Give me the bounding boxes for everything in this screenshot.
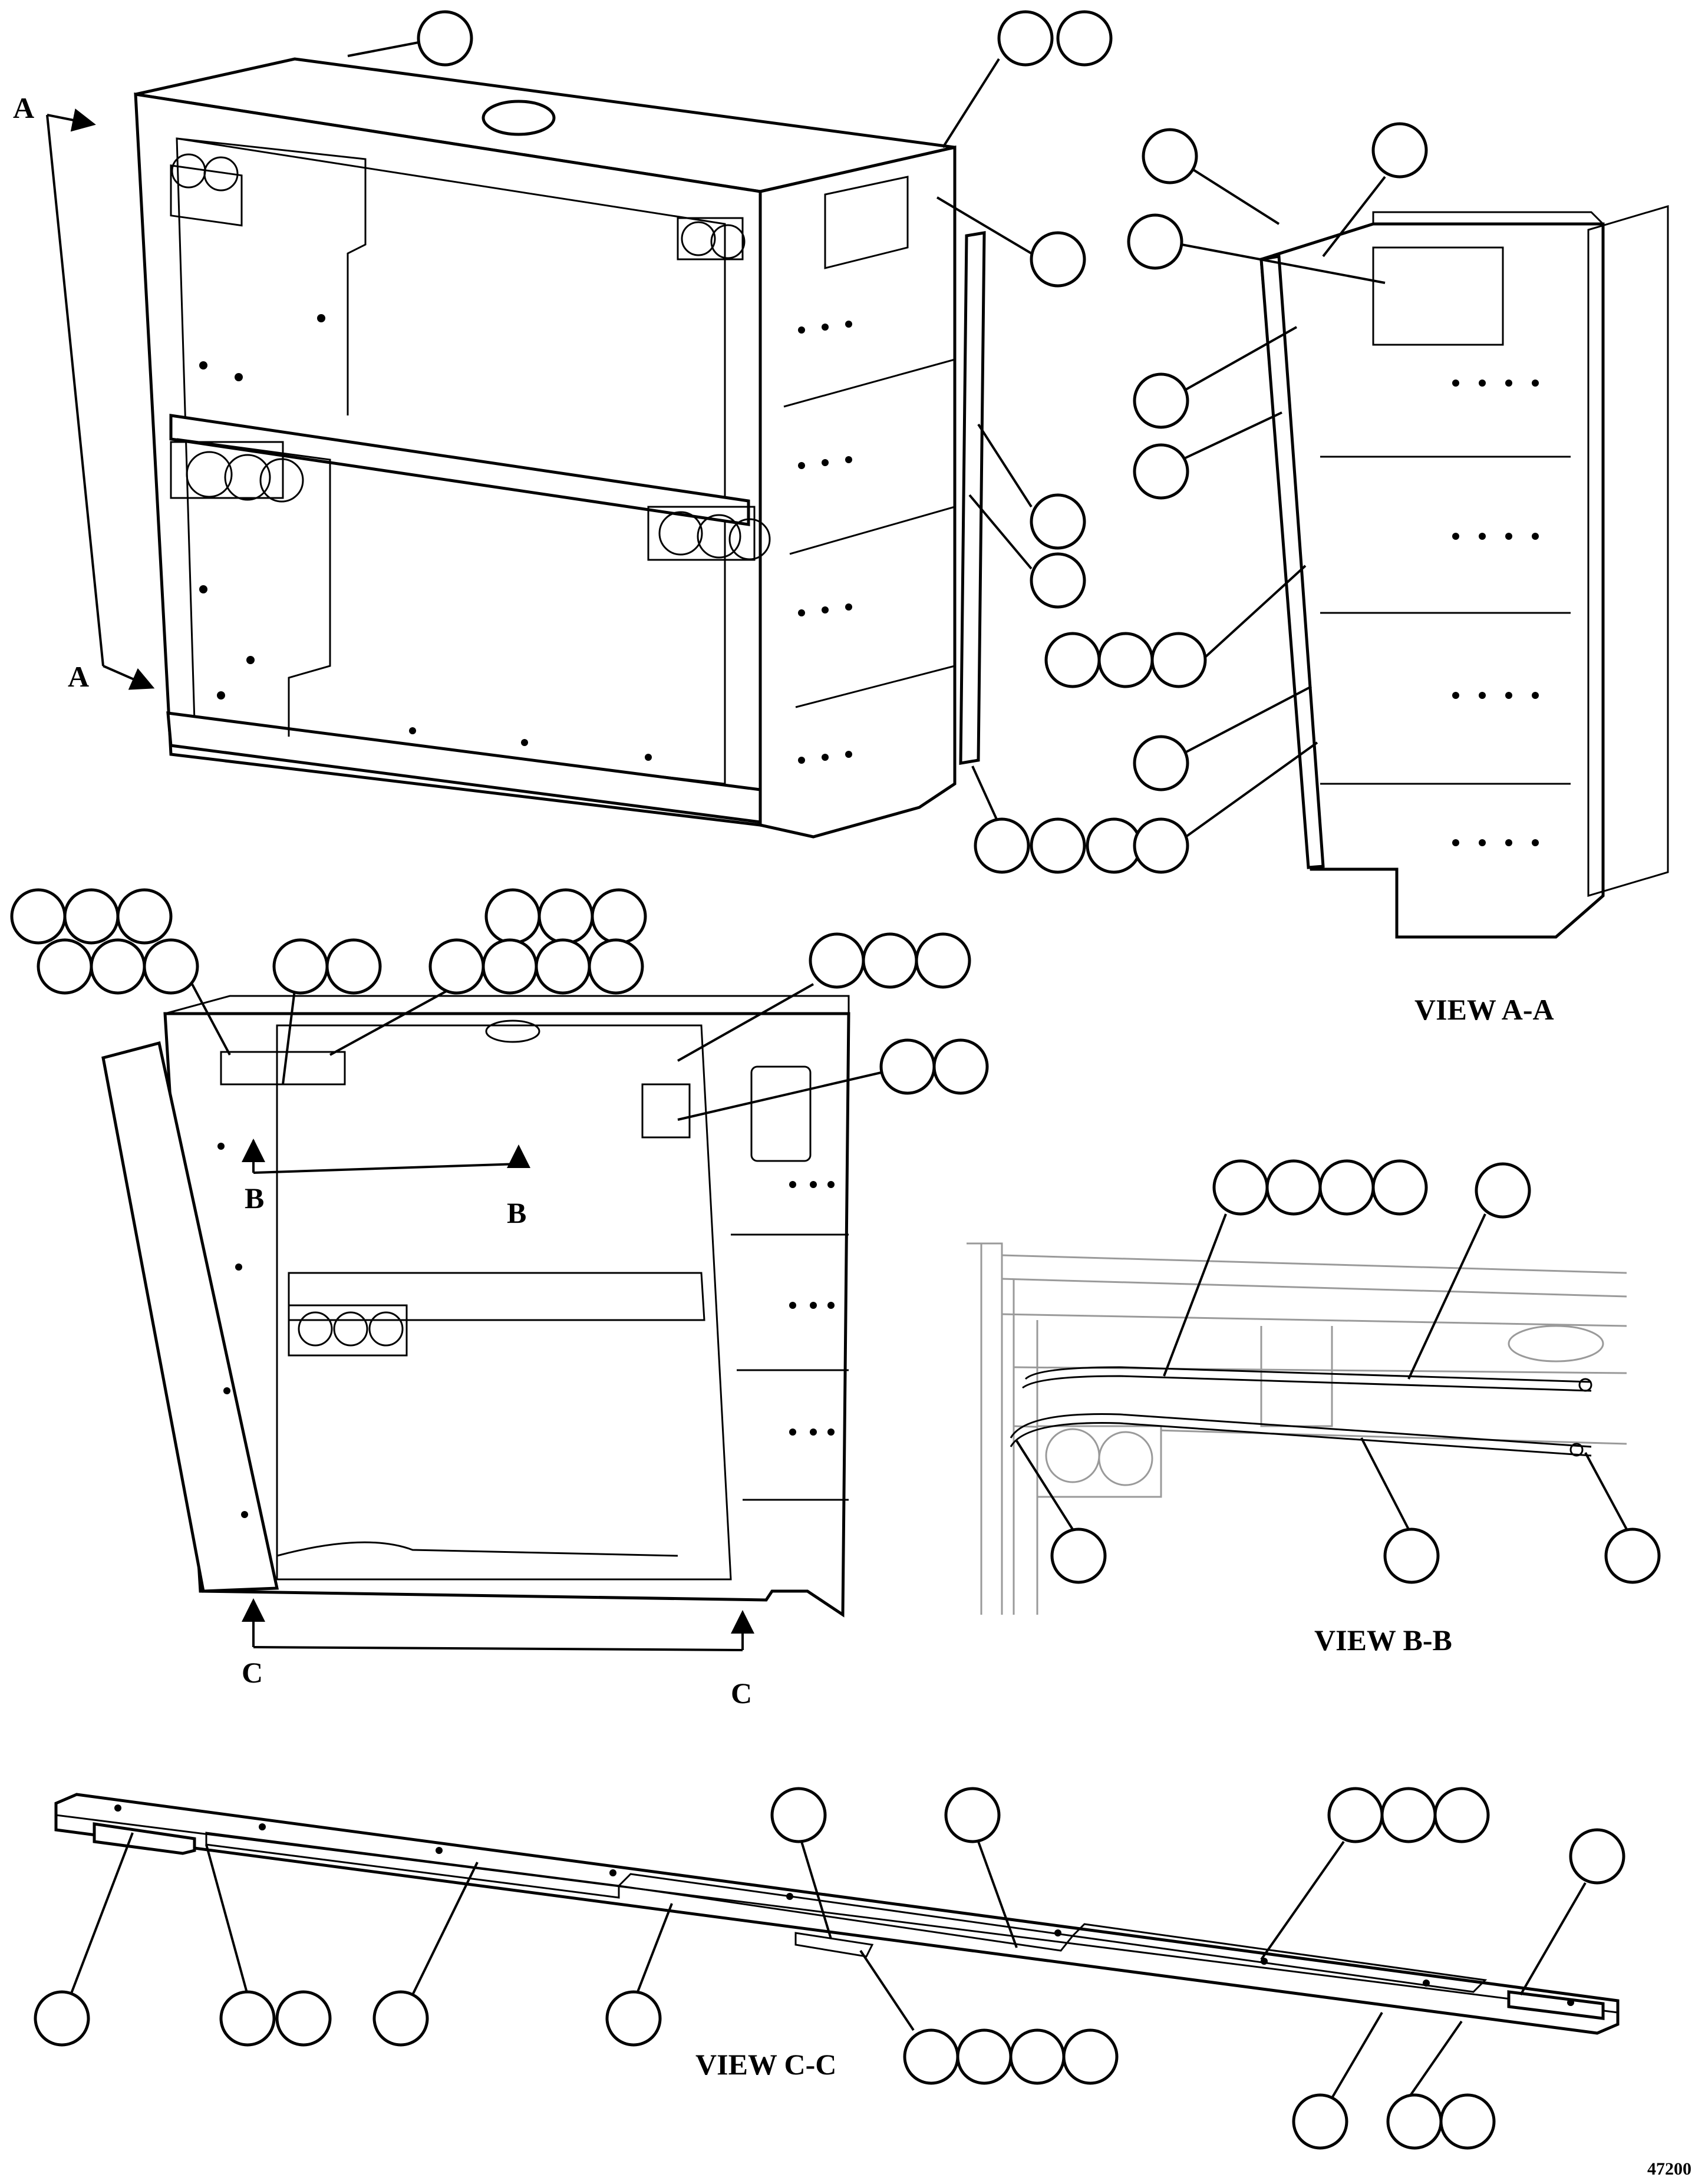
callout-balloon — [1030, 552, 1086, 609]
callout-balloon — [143, 938, 199, 995]
callout-balloon — [219, 1990, 276, 2047]
callout-balloon — [1133, 735, 1189, 791]
callout-balloon — [944, 1787, 1001, 1843]
view-b-b: VIEW B-B — [967, 1159, 1661, 1657]
callout-balloon — [1142, 128, 1198, 184]
callout-balloon — [770, 1787, 827, 1843]
callout-balloon — [37, 938, 93, 995]
view-a-a: VIEW A-A — [1044, 122, 1669, 1026]
callout-balloon — [1265, 1159, 1322, 1216]
callout-balloon — [1009, 2028, 1066, 2085]
callout-balloon — [1439, 2093, 1496, 2150]
figure-number: 47200 — [1647, 2159, 1691, 2179]
callout-balloon — [1133, 443, 1189, 500]
callout-balloon — [591, 888, 647, 945]
callout-balloon — [1327, 1787, 1384, 1843]
callout-balloon — [1292, 2093, 1348, 2150]
section-marker-c-left: C — [242, 1656, 263, 1689]
callout-balloon — [956, 2028, 1013, 2085]
view-c-c-title: VIEW C-C — [695, 2048, 836, 2081]
rear-cabinet-view: B B C C — [10, 888, 989, 1710]
callout-balloon — [116, 888, 173, 945]
callout-balloon — [1133, 817, 1189, 874]
callout-balloon — [1056, 10, 1113, 67]
callout-balloon — [63, 888, 120, 945]
callout-balloon — [915, 932, 971, 989]
callout-balloon — [1371, 1159, 1428, 1216]
callout-balloon — [1212, 1159, 1269, 1216]
callout-balloon — [974, 817, 1030, 874]
callout-balloon — [1044, 632, 1101, 688]
callout-balloon — [325, 938, 382, 995]
callout-balloon — [862, 932, 918, 989]
callout-balloon — [90, 938, 146, 995]
callout-balloon — [1150, 632, 1207, 688]
callout-balloon — [1127, 213, 1183, 270]
section-marker-a-bottom: A — [68, 660, 89, 693]
callout-balloon — [1383, 1528, 1440, 1584]
callout-balloon — [903, 2028, 959, 2085]
section-marker-a-top: A — [13, 91, 34, 124]
section-marker-c-right: C — [731, 1677, 752, 1710]
callout-balloon — [10, 888, 67, 945]
callout-balloon — [1318, 1159, 1375, 1216]
callout-balloon — [1097, 632, 1154, 688]
callout-balloon — [537, 888, 594, 945]
section-marker-b-left: B — [245, 1182, 264, 1215]
callout-balloon — [1050, 1528, 1107, 1584]
main-cabinet-view: A A — [13, 10, 1142, 874]
callout-balloon — [1133, 372, 1189, 429]
callout-balloon — [535, 938, 591, 995]
callout-balloon — [1386, 2093, 1443, 2150]
callout-balloon — [417, 10, 473, 67]
callout-balloon — [997, 10, 1054, 67]
callout-balloon — [428, 938, 485, 995]
callout-balloon — [588, 938, 644, 995]
callout-balloon — [1062, 2028, 1119, 2085]
callout-balloon — [484, 888, 541, 945]
callout-balloon — [272, 938, 329, 995]
callout-balloon — [1475, 1162, 1531, 1219]
callout-balloon — [1604, 1528, 1661, 1584]
callout-balloon — [1569, 1828, 1625, 1885]
section-marker-b-right: B — [507, 1196, 526, 1229]
callout-balloon — [605, 1990, 662, 2047]
callout-balloon — [372, 1990, 429, 2047]
callout-balloon — [1086, 817, 1142, 874]
callout-balloon — [932, 1038, 989, 1095]
callout-balloon — [1030, 817, 1086, 874]
callout-balloon — [1433, 1787, 1490, 1843]
callout-balloon — [809, 932, 865, 989]
callout-balloon — [1380, 1787, 1437, 1843]
view-a-a-title: VIEW A-A — [1414, 993, 1554, 1026]
callout-balloon — [879, 1038, 936, 1095]
callout-balloon — [1030, 493, 1086, 550]
callout-balloon — [482, 938, 538, 995]
view-c-c: VIEW C-C — [34, 1787, 1625, 2150]
callout-balloon — [1030, 231, 1086, 288]
callout-balloon — [1371, 122, 1428, 179]
callout-balloon — [34, 1990, 90, 2047]
view-b-b-title: VIEW B-B — [1314, 1624, 1452, 1657]
callout-balloon — [275, 1990, 332, 2047]
